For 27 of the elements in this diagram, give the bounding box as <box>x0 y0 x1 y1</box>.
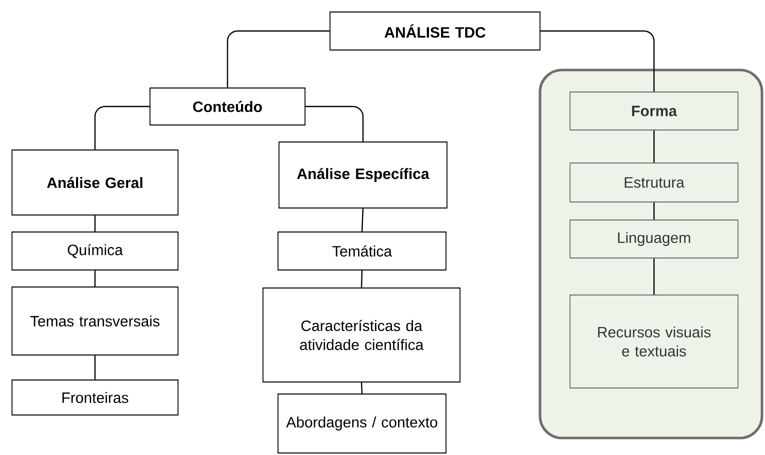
item-box: Química <box>12 232 178 270</box>
connector-line <box>94 215 96 232</box>
connector-line <box>540 30 655 92</box>
item-box: Temática <box>278 232 446 270</box>
item-box: Temas transversais <box>12 286 178 356</box>
category-box: Forma <box>570 92 738 130</box>
item-box: Características da atividade científica <box>262 288 460 382</box>
category-box: Análise Específica <box>278 142 448 208</box>
connector-line <box>361 208 364 232</box>
connector-line <box>653 130 655 163</box>
item-box: Linguagem <box>570 220 738 258</box>
item-box: Fronteiras <box>12 380 178 416</box>
connector-line <box>360 382 363 394</box>
item-box: Recursos visuais e textuais <box>570 294 738 388</box>
connector-line <box>94 106 150 150</box>
connector-line <box>360 270 363 288</box>
category-box: Análise Geral <box>12 150 178 216</box>
connector-line <box>94 270 96 287</box>
item-box: Abordagens / contexto <box>278 394 446 454</box>
title-box: ANÁLISE TDC <box>330 12 540 50</box>
connector-line <box>653 258 655 295</box>
category-box: Conteúdo <box>150 88 306 126</box>
connector-line <box>653 202 655 220</box>
connector-line <box>305 106 364 142</box>
item-box: Estrutura <box>570 162 738 202</box>
connector-line <box>94 355 96 380</box>
connector-line <box>226 30 330 88</box>
